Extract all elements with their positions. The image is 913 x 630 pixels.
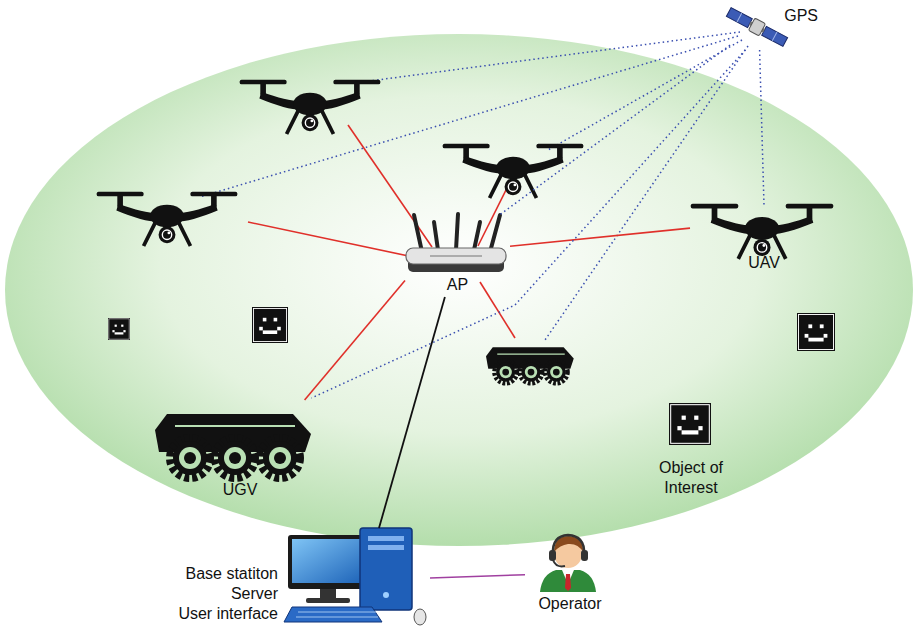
link-path — [760, 50, 764, 205]
ugv-node: UGV — [155, 398, 325, 502]
link-path — [379, 297, 445, 528]
device-label: Server — [231, 584, 278, 604]
link-path — [311, 50, 745, 398]
access-point-node: AP — [405, 215, 510, 297]
gps-satellite — [725, 6, 788, 48]
ugv-icon — [155, 414, 311, 478]
device-label: User interface — [178, 604, 278, 624]
link-path — [500, 45, 731, 215]
ugv-icon — [486, 347, 574, 383]
operator-node: Operator — [525, 530, 615, 616]
device-label: Object of Interest — [645, 458, 737, 498]
device-label: GPS — [784, 6, 818, 26]
device-label: UAV — [748, 253, 780, 273]
object-icon — [108, 318, 130, 340]
access-point-icon — [406, 214, 506, 272]
link-line — [430, 575, 525, 578]
uav-node: UAV — [690, 205, 838, 275]
device-label: Base statiton — [186, 564, 279, 584]
link-line — [510, 228, 690, 246]
object-node: Object of Interest — [640, 400, 742, 500]
uav-icon — [443, 144, 584, 198]
computer-icon — [284, 528, 426, 625]
link-line — [760, 50, 764, 205]
object-icon — [669, 403, 711, 445]
device-label: Operator — [538, 594, 601, 614]
wifi-links — [248, 125, 515, 338]
uav-icon — [240, 80, 381, 134]
link-line — [311, 50, 745, 398]
base-station-node: Base statitonServerUser interface — [130, 528, 430, 628]
link-line — [305, 281, 405, 401]
device-label: UGV — [223, 480, 258, 500]
link-line — [500, 45, 731, 215]
operator-icon — [540, 535, 596, 592]
link-path — [510, 228, 690, 246]
satellite-label: GPS — [728, 2, 830, 50]
object-icon — [797, 313, 835, 351]
link-line — [379, 297, 445, 528]
link-path — [305, 281, 405, 401]
device-label: AP — [447, 275, 468, 295]
uav-icon — [691, 204, 834, 259]
link-path — [430, 575, 525, 578]
uav-icon — [97, 192, 238, 246]
object-icon — [252, 307, 288, 343]
gps-links — [200, 32, 748, 340]
coverage-area — [5, 34, 913, 546]
